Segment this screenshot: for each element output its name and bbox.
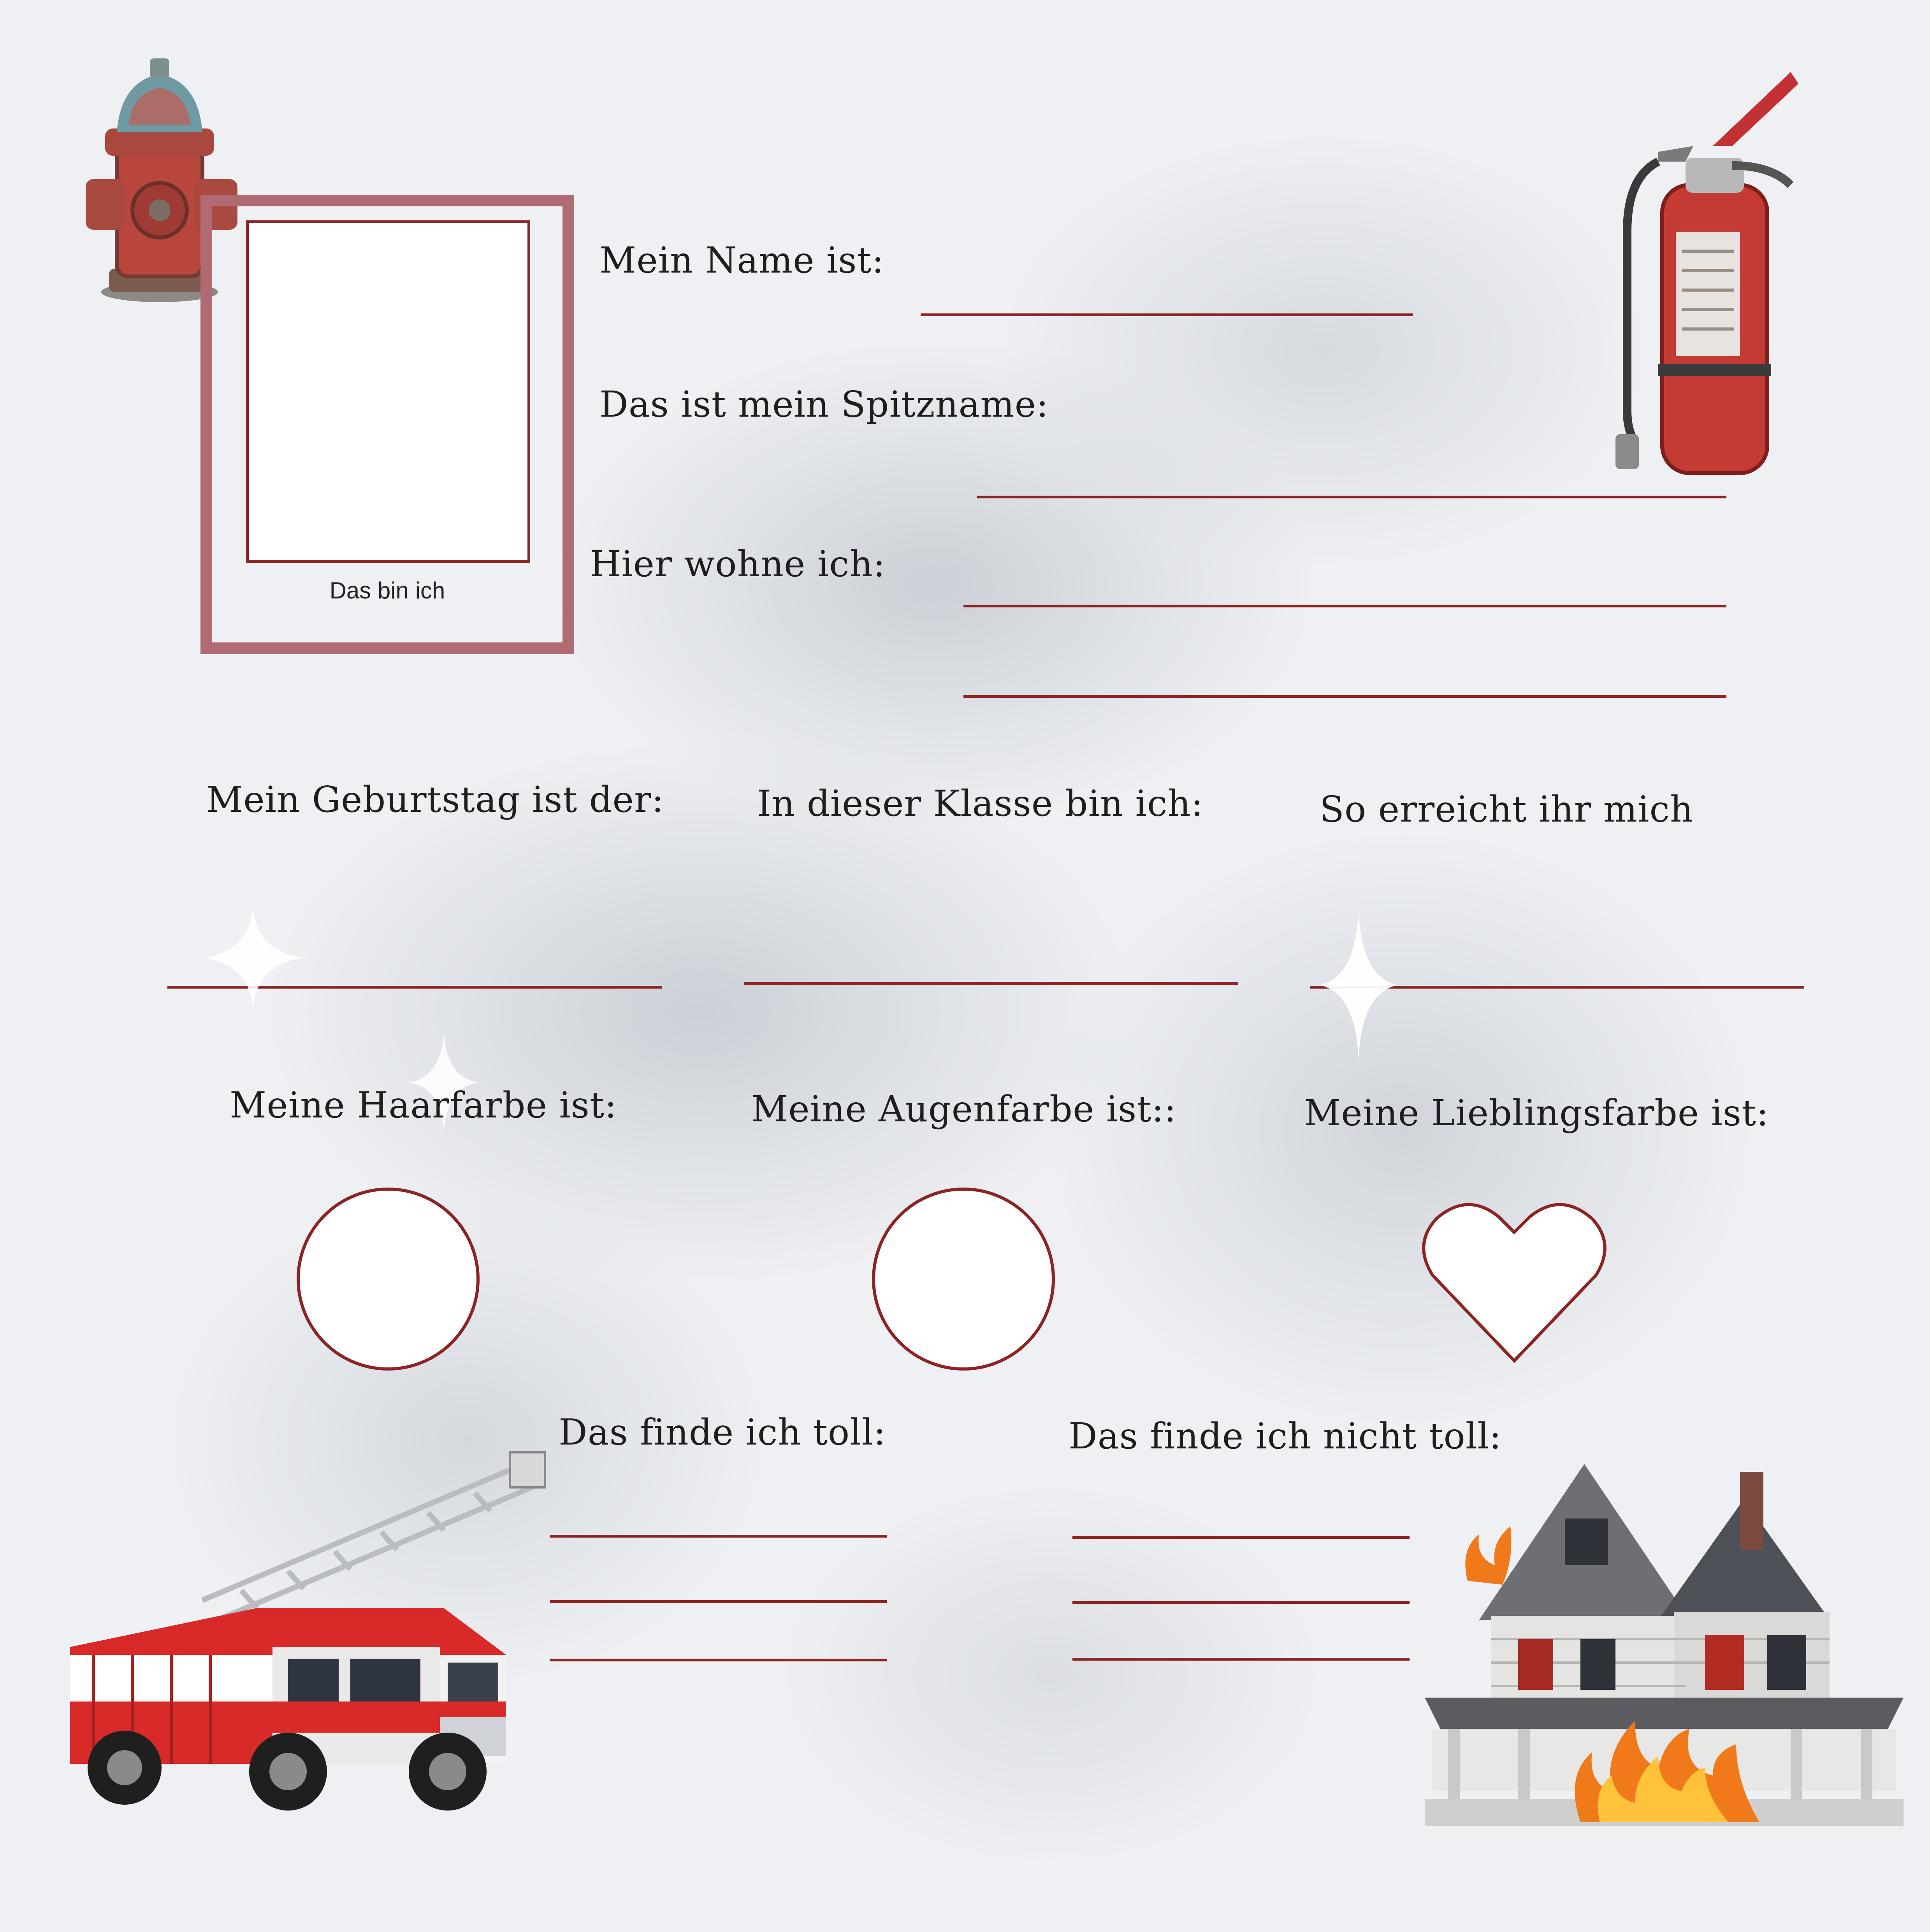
fire-hydrant-icon: [86, 58, 237, 302]
line-dislikes-1: [1072, 1536, 1410, 1539]
label-favorite-color: Meine Lieblingsfarbe ist:: [1304, 1092, 1769, 1134]
burning-house-icon: [1425, 1464, 1904, 1826]
fire-truck-icon: [70, 1451, 546, 1811]
heart-icon: [1422, 1203, 1607, 1363]
label-address: Hier wohne ich:: [590, 543, 886, 585]
line-name: [921, 313, 1413, 316]
hair-color-circle: [297, 1188, 480, 1371]
line-likes-3: [550, 1659, 887, 1661]
sparkle-icon: [202, 907, 304, 1008]
label-contact: So erreicht ihr mich: [1320, 788, 1694, 830]
label-class: In dieser Klasse bin ich:: [757, 783, 1204, 824]
line-dislikes-3: [1072, 1658, 1410, 1661]
line-likes-1: [550, 1535, 887, 1538]
sparkle-icon: [409, 1032, 479, 1133]
sparkle-icon: [1320, 911, 1397, 1059]
line-likes-2: [550, 1600, 887, 1603]
eye-color-circle: [872, 1188, 1055, 1371]
line-nickname: [977, 496, 1726, 498]
line-birthday: [167, 986, 662, 989]
label-eyes: Meine Augenfarbe ist::: [751, 1088, 1177, 1130]
label-hair: Meine Haarfarbe ist:: [230, 1084, 617, 1126]
line-contact: [1310, 986, 1804, 989]
line-class: [744, 982, 1238, 985]
line-address-2: [963, 695, 1726, 698]
label-birthday: Mein Geburtstag ist der:: [206, 779, 664, 820]
photo-placeholder: [246, 220, 530, 563]
label-likes: Das finde ich toll:: [559, 1411, 886, 1453]
label-name: Mein Name ist:: [599, 239, 884, 281]
photo-caption: Das bin ich: [329, 577, 445, 604]
label-dislikes: Das finde ich nicht toll:: [1069, 1415, 1502, 1457]
line-dislikes-2: [1072, 1601, 1410, 1604]
photo-frame: [200, 195, 574, 654]
fire-extinguisher-icon: [1615, 72, 1798, 475]
label-nickname: Das ist mein Spitzname:: [599, 384, 1049, 425]
line-address-1: [963, 605, 1726, 607]
